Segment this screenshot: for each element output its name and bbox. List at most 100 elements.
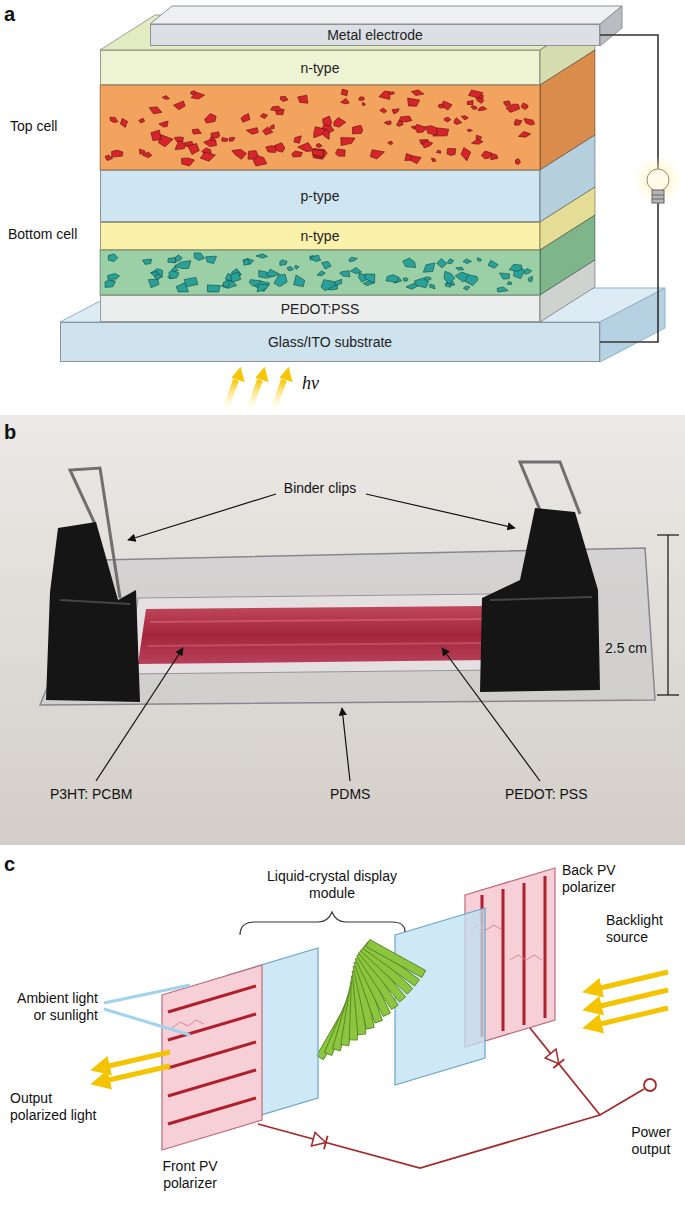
nanoparticle-flake xyxy=(105,281,116,288)
nanoparticle-flake xyxy=(241,114,250,123)
nanoparticle-flake xyxy=(411,90,424,96)
nanoparticle-flake xyxy=(472,139,484,144)
layer-band: Metal electrode xyxy=(150,24,600,46)
nanoparticle-flake xyxy=(174,101,186,110)
nanoparticle-flake xyxy=(341,138,355,146)
dimension-line xyxy=(667,535,668,695)
panel-letter: a xyxy=(4,2,15,26)
nanoparticle-flake xyxy=(481,151,492,159)
nanoparticle-flake xyxy=(509,265,521,272)
polarizer-line xyxy=(168,1042,256,1068)
clip-highlight xyxy=(60,600,130,604)
annotation-label: Back PV polarizer xyxy=(562,862,632,896)
lcd-glass-plate xyxy=(395,908,485,1085)
nanoparticle-flake xyxy=(257,284,269,292)
electrode-side-face xyxy=(600,6,622,46)
molecule-chain xyxy=(172,1020,204,1028)
power-wire xyxy=(258,1089,644,1168)
nanoparticle-flake xyxy=(256,254,268,258)
nanoparticle-flake xyxy=(108,254,118,262)
nanoparticle-flake xyxy=(461,116,468,120)
backlight-arrow xyxy=(592,1008,668,1026)
nanoparticle-flake xyxy=(431,158,435,162)
nanoparticle-flake xyxy=(294,136,302,144)
light-arrowhead xyxy=(279,367,292,383)
nanoparticle-flake xyxy=(477,258,482,262)
binder-clip xyxy=(46,522,140,702)
nanoparticle-flake xyxy=(463,286,469,290)
lcd-polarizer-illustration xyxy=(100,868,668,1168)
nanoparticle-flake xyxy=(410,156,421,164)
nanoparticle-flake xyxy=(336,149,346,156)
nanoparticle-flake xyxy=(469,90,483,98)
nanoparticle-flake xyxy=(232,149,247,159)
polarizer-line xyxy=(168,1070,256,1096)
nanoparticle-flake xyxy=(478,107,487,111)
polarizer-line xyxy=(544,876,547,1018)
nanoparticle-flake xyxy=(298,143,314,152)
annotation-label: Top cell xyxy=(10,118,57,135)
bottom-active-layer xyxy=(100,250,540,295)
nanoparticle-flake xyxy=(456,267,464,270)
nanoparticle-flake xyxy=(110,117,118,122)
nanoparticle-flake xyxy=(108,274,120,280)
annotation-label: Power output xyxy=(622,1124,680,1158)
binder-clip xyxy=(480,508,600,692)
nanoparticle-flake xyxy=(403,258,416,268)
nanoparticle-flake xyxy=(294,265,299,269)
liquid-crystal-rods xyxy=(317,939,426,1059)
nanoparticle-flake xyxy=(120,118,127,127)
nanoparticle-flake xyxy=(465,275,478,286)
device-stack xyxy=(60,6,665,362)
nanoparticle-flake xyxy=(448,259,454,264)
nanoparticle-flake xyxy=(341,89,348,96)
polarizer-line xyxy=(168,1014,256,1040)
light-arrow xyxy=(274,380,284,408)
polarizer-line xyxy=(523,883,526,1025)
nanoparticle-flake xyxy=(312,149,324,157)
nanoparticle-flake xyxy=(287,267,293,271)
nanoparticle-flake xyxy=(292,151,303,157)
polarizer-line xyxy=(502,889,505,1031)
ambient-light-ray xyxy=(104,985,190,1003)
nanoparticle-flake xyxy=(322,262,332,270)
nanoparticle-flake xyxy=(260,114,267,119)
nanoparticle-flake xyxy=(447,148,456,155)
nanoparticle-flake xyxy=(334,279,342,285)
nanoparticle-flake xyxy=(255,281,270,291)
output-terminal xyxy=(644,1079,656,1091)
incident-light-arrows xyxy=(226,367,293,408)
clip-handle xyxy=(520,462,580,514)
nanoparticle-flake xyxy=(365,274,375,283)
polarizer-line xyxy=(168,1098,256,1124)
nanoparticle-flake xyxy=(392,109,399,114)
bulb-base xyxy=(652,190,664,203)
layer-label: Metal electrode xyxy=(327,27,423,43)
layer-band: n-type xyxy=(100,222,540,250)
active-film xyxy=(138,606,490,664)
nanoparticle-flake xyxy=(266,146,276,153)
layer-band: n-type xyxy=(100,50,540,85)
annotation-label: Binder clips xyxy=(250,480,390,497)
nanoparticle-flake xyxy=(229,137,235,141)
nanoparticle-flake xyxy=(168,258,176,263)
nanoparticle-flake xyxy=(488,260,498,268)
leader-arrow xyxy=(128,494,276,540)
backlight-arrow xyxy=(592,972,668,990)
nanoparticle-flake xyxy=(528,276,532,282)
nanoparticle-flake xyxy=(341,98,350,104)
nanoparticle-flake xyxy=(436,150,440,153)
nanoparticle-flake xyxy=(463,259,472,264)
nanoparticle-flake xyxy=(461,148,471,161)
layer-band: Glass/ITO substrate xyxy=(60,322,600,362)
annotation-label: Ambient light or sunlight xyxy=(8,990,98,1024)
nanoparticle-flake xyxy=(370,150,384,159)
nanoparticle-flake xyxy=(437,259,447,268)
top-active-layer xyxy=(100,85,540,170)
nanoparticle-flake xyxy=(503,101,510,107)
nanoparticle-flake xyxy=(223,280,229,287)
nanoparticle-flake xyxy=(184,277,197,286)
nanoparticle-flake xyxy=(169,270,179,278)
annotation-label: 2.5 cm xyxy=(605,640,647,657)
nanoparticle-flake xyxy=(246,128,258,135)
